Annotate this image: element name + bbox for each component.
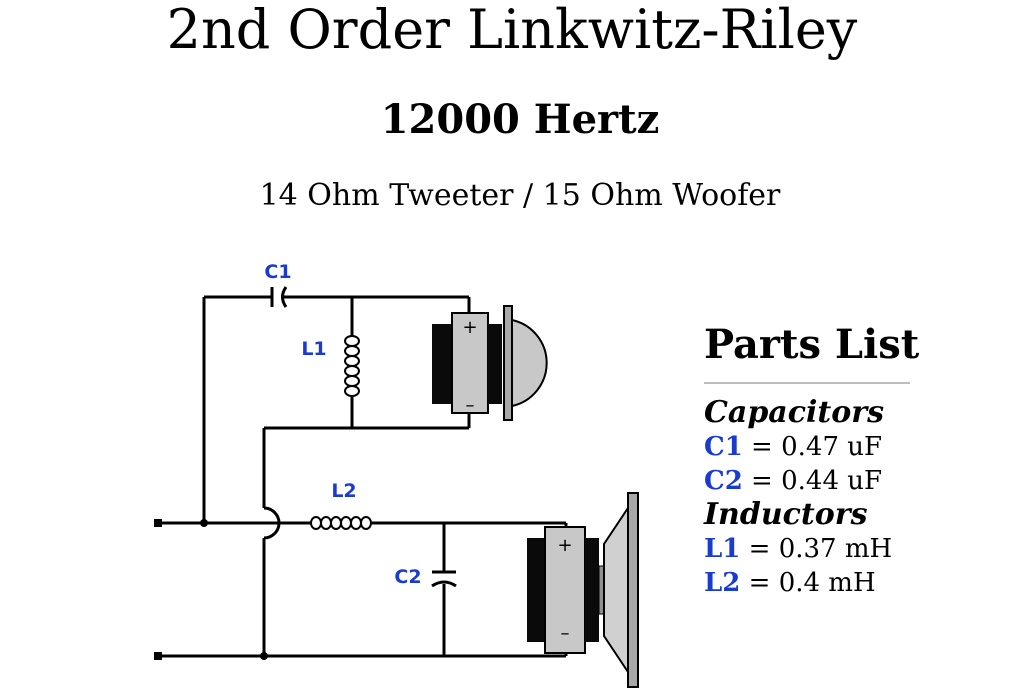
capacitors-heading: Capacitors	[704, 395, 884, 430]
part-l1-ref: L1	[704, 534, 741, 564]
woofer-plus: +	[557, 535, 572, 556]
circuit-wires	[158, 295, 568, 658]
junction-dots	[154, 519, 268, 660]
part-l1: L1 = 0.37 mH	[704, 532, 914, 566]
part-l2-ref: L2	[704, 568, 741, 598]
label-l1: L1	[301, 338, 326, 360]
part-l2-value: = 0.4 mH	[740, 568, 876, 598]
tweeter-plus: +	[462, 317, 477, 338]
crossover-frequency: 12000 Hertz	[380, 96, 660, 143]
tweeter-driver: + –	[432, 305, 548, 421]
woofer-minus: –	[561, 623, 570, 644]
tweeter-minus: –	[466, 395, 475, 416]
part-c2-value: = 0.44 uF	[742, 466, 883, 496]
inductor-l2	[310, 516, 372, 530]
part-l2: L2 = 0.4 mH	[704, 566, 914, 600]
part-c2: C2 = 0.44 uF	[704, 464, 914, 498]
part-c1: C1 = 0.47 uF	[704, 430, 914, 464]
woofer-driver: + –	[527, 492, 639, 688]
label-c1: C1	[264, 261, 291, 283]
parts-list-title: Parts List	[704, 321, 920, 368]
capacitor-c1	[270, 286, 288, 308]
label-l2: L2	[331, 480, 356, 502]
capacitor-c2	[431, 570, 457, 588]
part-l1-value: = 0.37 mH	[740, 534, 893, 564]
inductor-l1	[344, 335, 360, 397]
part-c2-ref: C2	[704, 466, 743, 496]
inductors-heading: Inductors	[704, 497, 868, 532]
label-c2: C2	[394, 566, 421, 588]
parts-list-divider	[704, 382, 910, 384]
part-c1-value: = 0.47 uF	[742, 432, 883, 462]
page-title: 2nd Order Linkwitz-Riley	[166, 0, 858, 61]
impedance-subtitle: 14 Ohm Tweeter / 15 Ohm Woofer	[259, 178, 781, 213]
part-c1-ref: C1	[704, 432, 743, 462]
parts-list: Parts List Capacitors C1 = 0.47 uF C2 = …	[704, 320, 920, 600]
